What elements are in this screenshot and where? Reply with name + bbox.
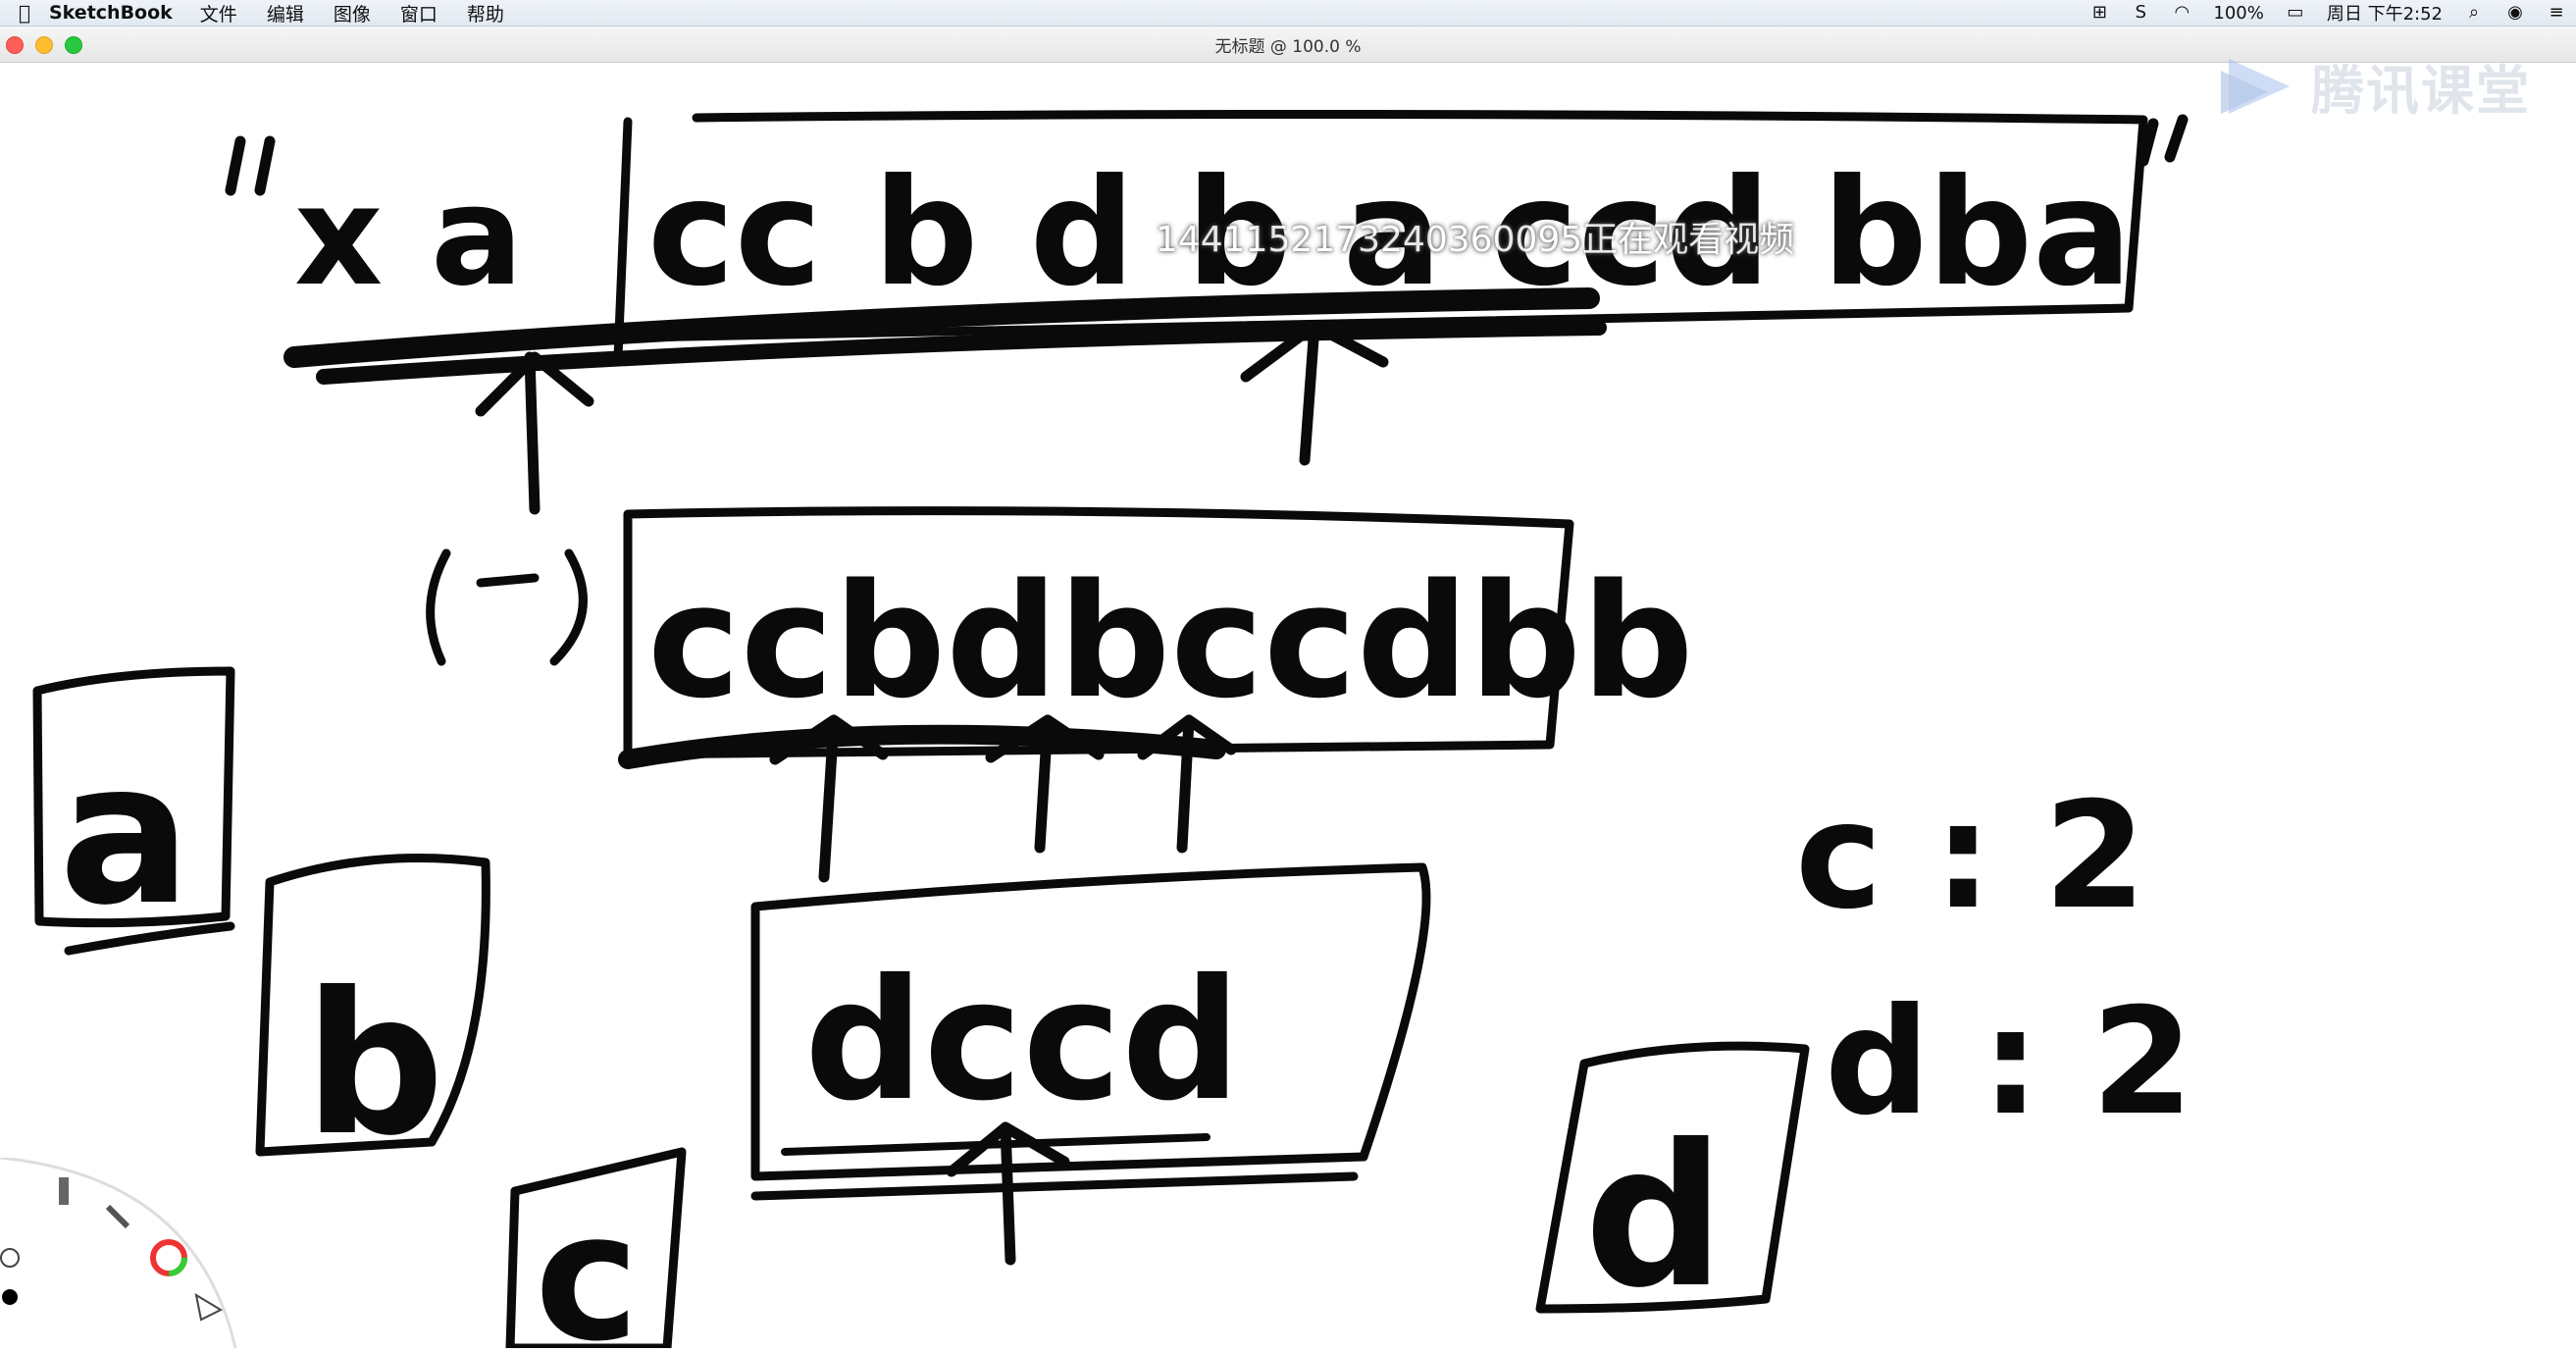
tencent-classroom-watermark: 腾讯课堂 (2219, 47, 2531, 125)
battery-icon[interactable]: ▭ (2287, 2, 2304, 23)
eraser-icon[interactable] (105, 1204, 130, 1229)
boxed-letter-c: c (535, 1175, 640, 1348)
play-logo-icon (2221, 58, 2290, 114)
count-c: c : 2 (1795, 771, 2146, 942)
brush-size-dot-icon[interactable] (2, 1289, 18, 1305)
tool-wheel[interactable] (0, 1156, 255, 1349)
minimize-button[interactable] (35, 36, 53, 54)
close-button[interactable] (6, 36, 24, 54)
color-wheel-icon[interactable] (150, 1239, 187, 1276)
search-icon[interactable]: ⌕ (2468, 2, 2480, 23)
maximize-button[interactable] (65, 36, 82, 54)
sogou-icon[interactable]: S (2135, 2, 2147, 23)
window-title-bar: 无标题 @ 100.0 % (0, 26, 2576, 63)
count-d: d : 2 (1825, 977, 2193, 1148)
ink-drawing: x a cc b d b a ccd bba ccbdbccdbb dccd a… (32, 109, 2193, 1348)
boxed-letter-d: d (1584, 1103, 1725, 1331)
watermark-brand: 腾讯课堂 (2311, 60, 2531, 122)
boxed-letter-b: b (304, 951, 444, 1179)
menu-help[interactable]: 帮助 (466, 3, 504, 26)
menu-bar:  SketchBook 文件 编辑 图像 窗口 帮助 ⊞ S ◠ 100% ▭… (0, 0, 2576, 26)
app-name-menu[interactable]: SketchBook (49, 2, 173, 24)
selection-arrow-icon[interactable] (194, 1292, 224, 1322)
menu-image[interactable]: 图像 (333, 3, 371, 26)
tool-wheel-graphic (0, 1156, 237, 1349)
window-title: 无标题 @ 100.0 % (1214, 36, 1362, 57)
menu-edit[interactable]: 编辑 (266, 3, 304, 26)
wifi-icon[interactable]: ◠ (2174, 2, 2190, 23)
top-string-ccdbba: ccd bba (1491, 148, 2132, 319)
battery-percent[interactable]: 100% (2213, 2, 2264, 24)
menu-file[interactable]: 文件 (199, 3, 237, 26)
layer-icon[interactable] (0, 1248, 20, 1268)
top-string-text: x a (294, 157, 524, 317)
menu-window[interactable]: 窗口 (399, 3, 438, 26)
brush-icon[interactable] (59, 1177, 69, 1205)
apple-icon[interactable]:  (0, 1, 49, 25)
inner-string-text: dccd (804, 944, 1241, 1138)
clock[interactable]: 周日 下午2:52 (2326, 4, 2443, 25)
siri-icon[interactable]: ◉ (2507, 2, 2523, 23)
input-method-icon[interactable]: ⊞ (2091, 2, 2107, 23)
viewer-overlay-text: 1441152173240360095正在观看视频 (1156, 220, 1795, 260)
top-string-ccbdba: cc b d b a (647, 148, 1442, 319)
middle-string-text: ccbdbccdbb (647, 549, 1694, 733)
notification-center-icon[interactable]: ≡ (2549, 2, 2564, 23)
sketch-canvas[interactable]: x a cc b d b a ccd bba ccbdbccdbb dccd a… (0, 63, 2576, 1348)
boxed-letter-a: a (59, 720, 191, 949)
